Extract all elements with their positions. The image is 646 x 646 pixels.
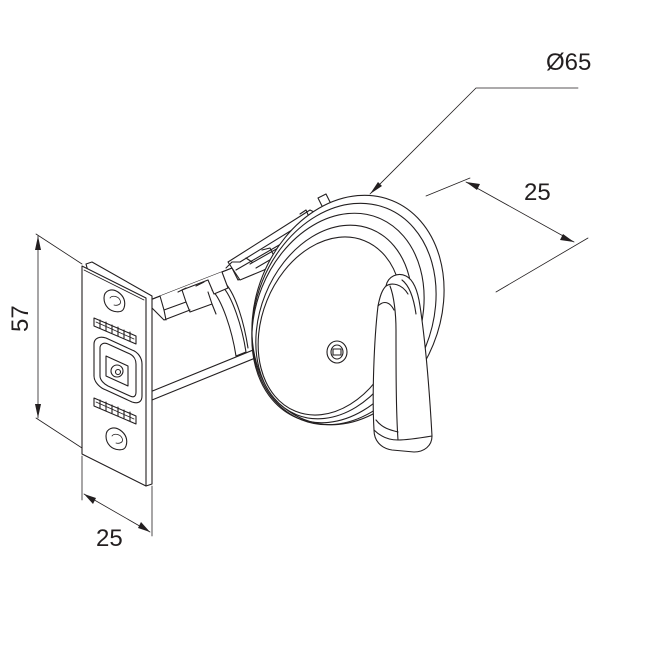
thumb-turn — [372, 273, 433, 453]
rose-escutcheon — [251, 194, 445, 426]
set-screw — [326, 340, 348, 364]
top-screw-hole — [103, 289, 126, 313]
lower-knurl-strip — [93, 397, 137, 425]
bottom-screw-hole — [105, 427, 128, 451]
rose-depth-label: 25 — [524, 179, 551, 206]
dimension-faceplate-height: 57 — [7, 233, 83, 449]
bolt-opening — [93, 336, 143, 404]
faceplate — [81, 261, 153, 487]
faceplate-width-label: 25 — [96, 525, 123, 552]
dimension-faceplate-width: 25 — [81, 455, 153, 552]
faceplate-height-label: 57 — [7, 305, 34, 332]
upper-knurl-strip — [93, 317, 137, 345]
rose-diameter-label: Ø65 — [546, 49, 591, 76]
dimension-rose-depth: 25 — [425, 177, 589, 293]
dimension-rose-diameter: Ø65 — [369, 49, 591, 195]
